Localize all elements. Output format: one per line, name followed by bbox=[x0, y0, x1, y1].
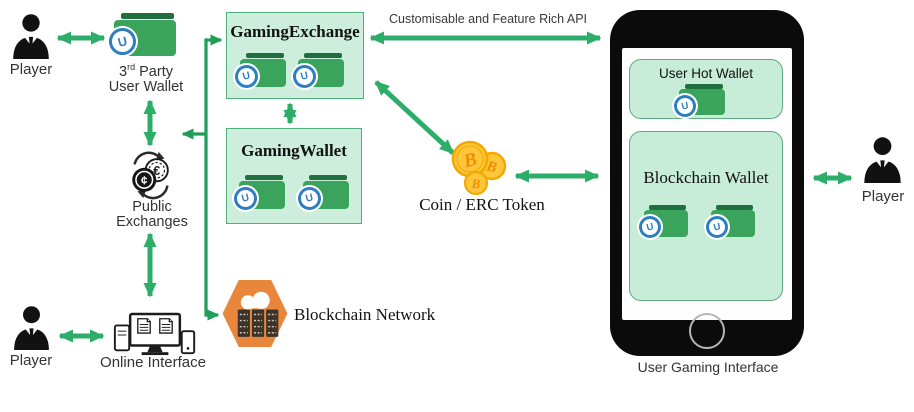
user-gaming-interface-phone: User Hot Wallet U Blockchain Wallet U U bbox=[610, 10, 804, 356]
blockchain-wallet-box: Blockchain Wallet U U bbox=[629, 131, 783, 301]
wallet-flap bbox=[716, 205, 754, 210]
svg-text:¢: ¢ bbox=[141, 176, 148, 188]
phone-home-button bbox=[689, 313, 725, 349]
gaming-exchange-box: GamingExchange U U bbox=[226, 12, 364, 99]
public-exchanges-label: Public Exchanges bbox=[116, 199, 188, 230]
player-right-label: Player bbox=[861, 188, 905, 205]
wallet-icon: U bbox=[295, 175, 349, 212]
wallet-flap bbox=[244, 175, 284, 181]
wallet-flap bbox=[303, 53, 343, 59]
wallet-icon: U bbox=[231, 175, 285, 212]
wallet-flap bbox=[649, 205, 687, 210]
wallet-icon: U bbox=[671, 84, 725, 119]
svg-text:B: B bbox=[471, 176, 481, 191]
player-bottom-left-icon bbox=[14, 306, 49, 350]
api-label: Customisable and Feature Rich API bbox=[388, 12, 588, 26]
gaming-wallet-title: GamingWallet bbox=[241, 141, 347, 160]
svg-text:B: B bbox=[461, 149, 479, 173]
gaming-exchange-title: GamingExchange bbox=[230, 22, 360, 41]
wallet-icon: U bbox=[232, 53, 286, 90]
wallet-flap bbox=[684, 84, 724, 89]
player-bottom-left-label: Player bbox=[9, 352, 53, 369]
blockchain-network-label: Blockchain Network bbox=[294, 305, 436, 324]
wallet-flap bbox=[121, 13, 174, 20]
third-party-wallet-icon: U bbox=[106, 13, 176, 58]
wallet-flap bbox=[245, 53, 285, 59]
wallet-flap bbox=[308, 175, 348, 181]
gaming-wallet-box: GamingWallet U U bbox=[226, 128, 362, 224]
phone-screen: User Hot Wallet U Blockchain Wallet U U bbox=[622, 48, 792, 320]
coin-erc-token-icon: B B B bbox=[451, 140, 507, 196]
player-top-left-label: Player bbox=[9, 61, 53, 78]
coin-erc-token-label: Coin / ERC Token bbox=[419, 195, 545, 214]
public-exchanges-icon: € ¢ bbox=[132, 151, 169, 200]
svg-text:€: € bbox=[153, 164, 160, 178]
user-hot-wallet-title: User Hot Wallet bbox=[658, 66, 754, 81]
online-interface-icon bbox=[113, 312, 196, 356]
wallet-icon: U bbox=[636, 205, 688, 241]
wallet-icon: U bbox=[290, 53, 344, 90]
third-party-wallet-label: 3rd Party User Wallet bbox=[108, 62, 184, 96]
online-interface-label: Online Interface bbox=[100, 354, 206, 371]
blockchain-wallet-title: Blockchain Wallet bbox=[643, 168, 769, 187]
user-gaming-interface-label: User Gaming Interface bbox=[637, 359, 779, 375]
player-top-left-icon bbox=[13, 14, 49, 59]
user-hot-wallet-box: User Hot Wallet U bbox=[629, 59, 783, 119]
wallet-icon: U bbox=[703, 205, 755, 241]
blockchain-network-icon bbox=[222, 280, 288, 347]
player-right-icon bbox=[864, 137, 901, 183]
arrow-exchange-coins bbox=[374, 80, 455, 155]
